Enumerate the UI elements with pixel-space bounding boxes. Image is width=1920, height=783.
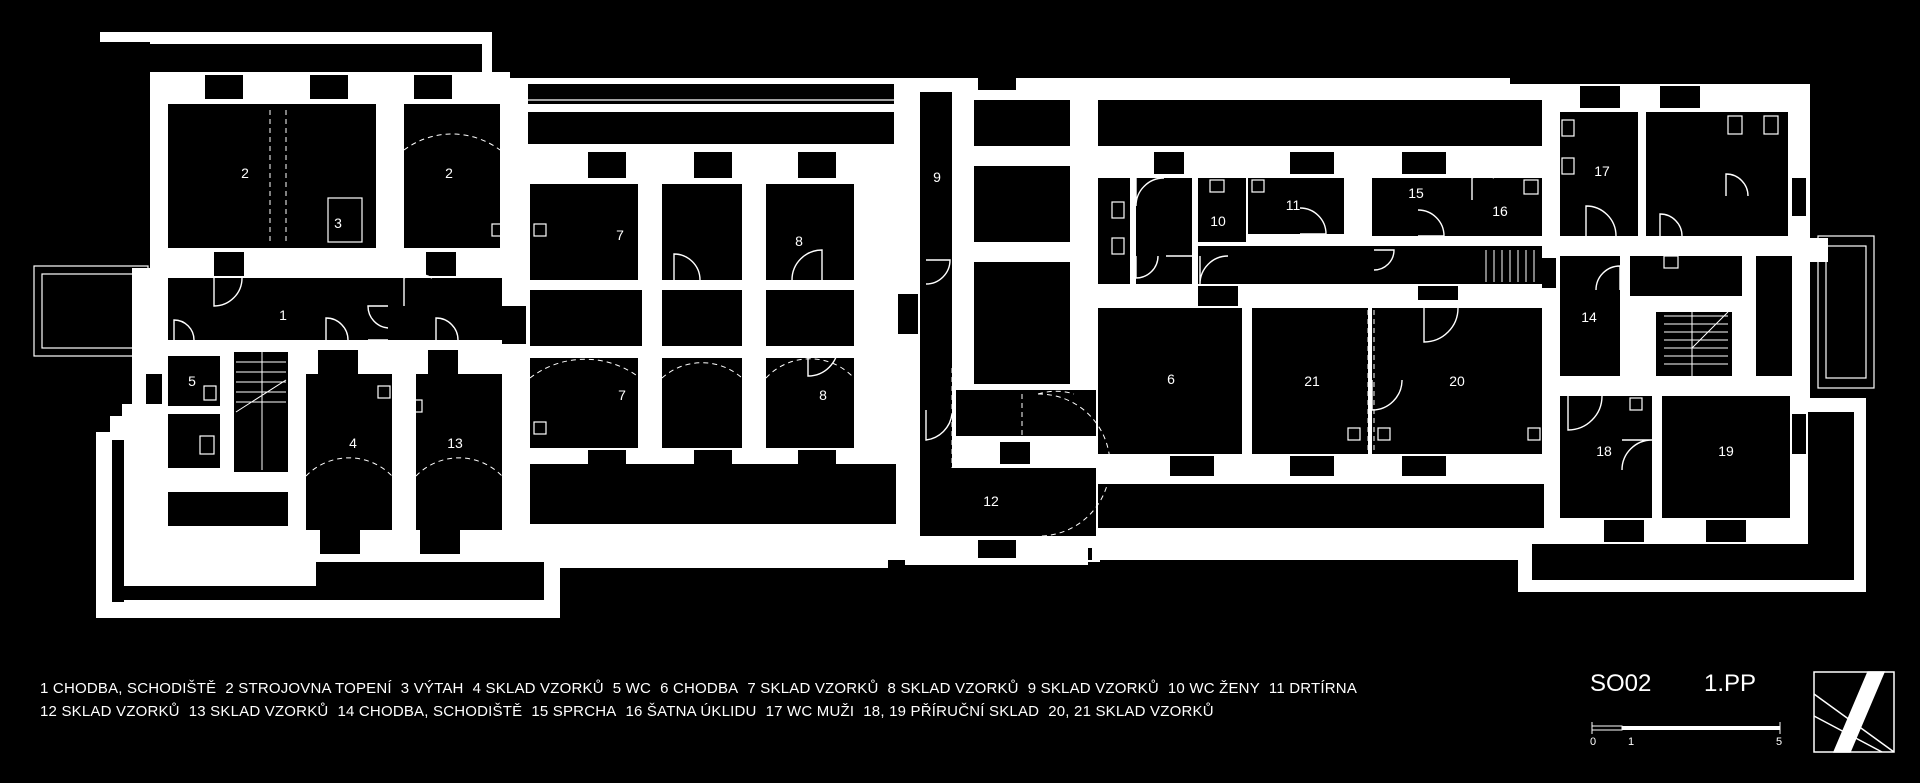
room-13-label: 13 <box>447 435 463 451</box>
floor-code: 1.PP <box>1704 670 1757 697</box>
windows <box>146 66 1806 558</box>
room-labels: 2 2 3 1 5 4 13 7 7 8 8 9 12 10 11 15 16 … <box>188 163 1734 509</box>
room-3-label: 3 <box>334 215 342 231</box>
legend-item: 12 SKLAD VZORKŮ <box>40 703 180 720</box>
room-15-label: 15 <box>1408 185 1424 201</box>
room-8b-label: 8 <box>819 387 827 403</box>
scale-bar <box>1591 722 1781 734</box>
stairs <box>235 250 1729 470</box>
legend-item: 14 CHODBA, SCHODIŠTĚ <box>337 703 523 720</box>
legend-item: 8 SKLAD VZORKŮ <box>887 680 1019 697</box>
room-10-label: 10 <box>1210 213 1226 229</box>
room-19-label: 19 <box>1718 443 1734 459</box>
legend-item: 5 WC <box>612 680 652 697</box>
legend-item: 1 CHODBA, SCHODIŠTĚ <box>40 680 217 697</box>
scale-tick-0: 0 <box>1590 736 1597 748</box>
legend-line-2: 12 SKLAD VZORKŮ 13 SKLAD VZORKŮ 14 CHODBA,… <box>40 703 1223 720</box>
door-swings <box>173 173 1749 471</box>
room-8a-label: 8 <box>795 233 803 249</box>
legend-line-1: 1 CHODBA, SCHODIŠTĚ 2 STROJOVNA TOPENÍ 3 V… <box>40 680 1366 697</box>
room-7b-label: 7 <box>618 387 626 403</box>
legend-item: 4 SKLAD VZORKŮ <box>472 680 604 697</box>
room-6-label: 6 <box>1167 371 1175 387</box>
dashed-arcs <box>269 110 1375 537</box>
north-arrow-icon <box>1813 671 1895 753</box>
legend-item: 9 SKLAD VZORKŮ <box>1027 680 1159 697</box>
room-20-label: 20 <box>1449 373 1465 389</box>
room-14-label: 14 <box>1581 309 1597 325</box>
building-code: SO02 <box>1590 670 1652 697</box>
legend-item: 10 WC ŽENY <box>1167 680 1260 697</box>
room-17-label: 17 <box>1594 163 1610 179</box>
sanitary-fixtures <box>199 115 1779 455</box>
legend-item: 18, 19 PŘÍRUČNÍ SKLAD <box>863 703 1040 720</box>
room-4-label: 4 <box>349 435 357 451</box>
scale-tick-5: 5 <box>1776 736 1783 748</box>
room-12-label: 12 <box>983 493 999 509</box>
legend-item: 2 STROJOVNA TOPENÍ <box>225 680 392 697</box>
room-5-label: 5 <box>188 373 196 389</box>
room-21-label: 21 <box>1304 373 1320 389</box>
legend-item: 17 WC MUŽI <box>765 703 855 720</box>
room-2b-label: 2 <box>445 165 453 181</box>
room-1-label: 1 <box>279 307 287 323</box>
legend-item: 20, 21 SKLAD VZORKŮ <box>1048 703 1214 720</box>
legend-item: 13 SKLAD VZORKŮ <box>188 703 329 720</box>
legend-item: 15 SPRCHA <box>531 703 617 720</box>
legend-item: 16 ŠATNA ÚKLIDU <box>625 703 757 720</box>
legend-item: 6 CHODBA <box>660 680 739 697</box>
room-16-label: 16 <box>1492 203 1508 219</box>
legend-item: 11 DRTÍRNA <box>1268 680 1358 697</box>
room-18-label: 18 <box>1596 443 1612 459</box>
legend-item: 7 SKLAD VZORKŮ <box>747 680 879 697</box>
scale-tick-1: 1 <box>1628 736 1635 748</box>
room-7a-label: 7 <box>616 227 624 243</box>
room-11-label: 11 <box>1286 197 1301 213</box>
exterior-wells <box>33 99 1875 389</box>
legend-item: 3 VÝTAH <box>400 680 464 697</box>
room-9-label: 9 <box>933 169 941 185</box>
interior <box>112 44 1854 602</box>
room-2a-label: 2 <box>241 165 249 181</box>
